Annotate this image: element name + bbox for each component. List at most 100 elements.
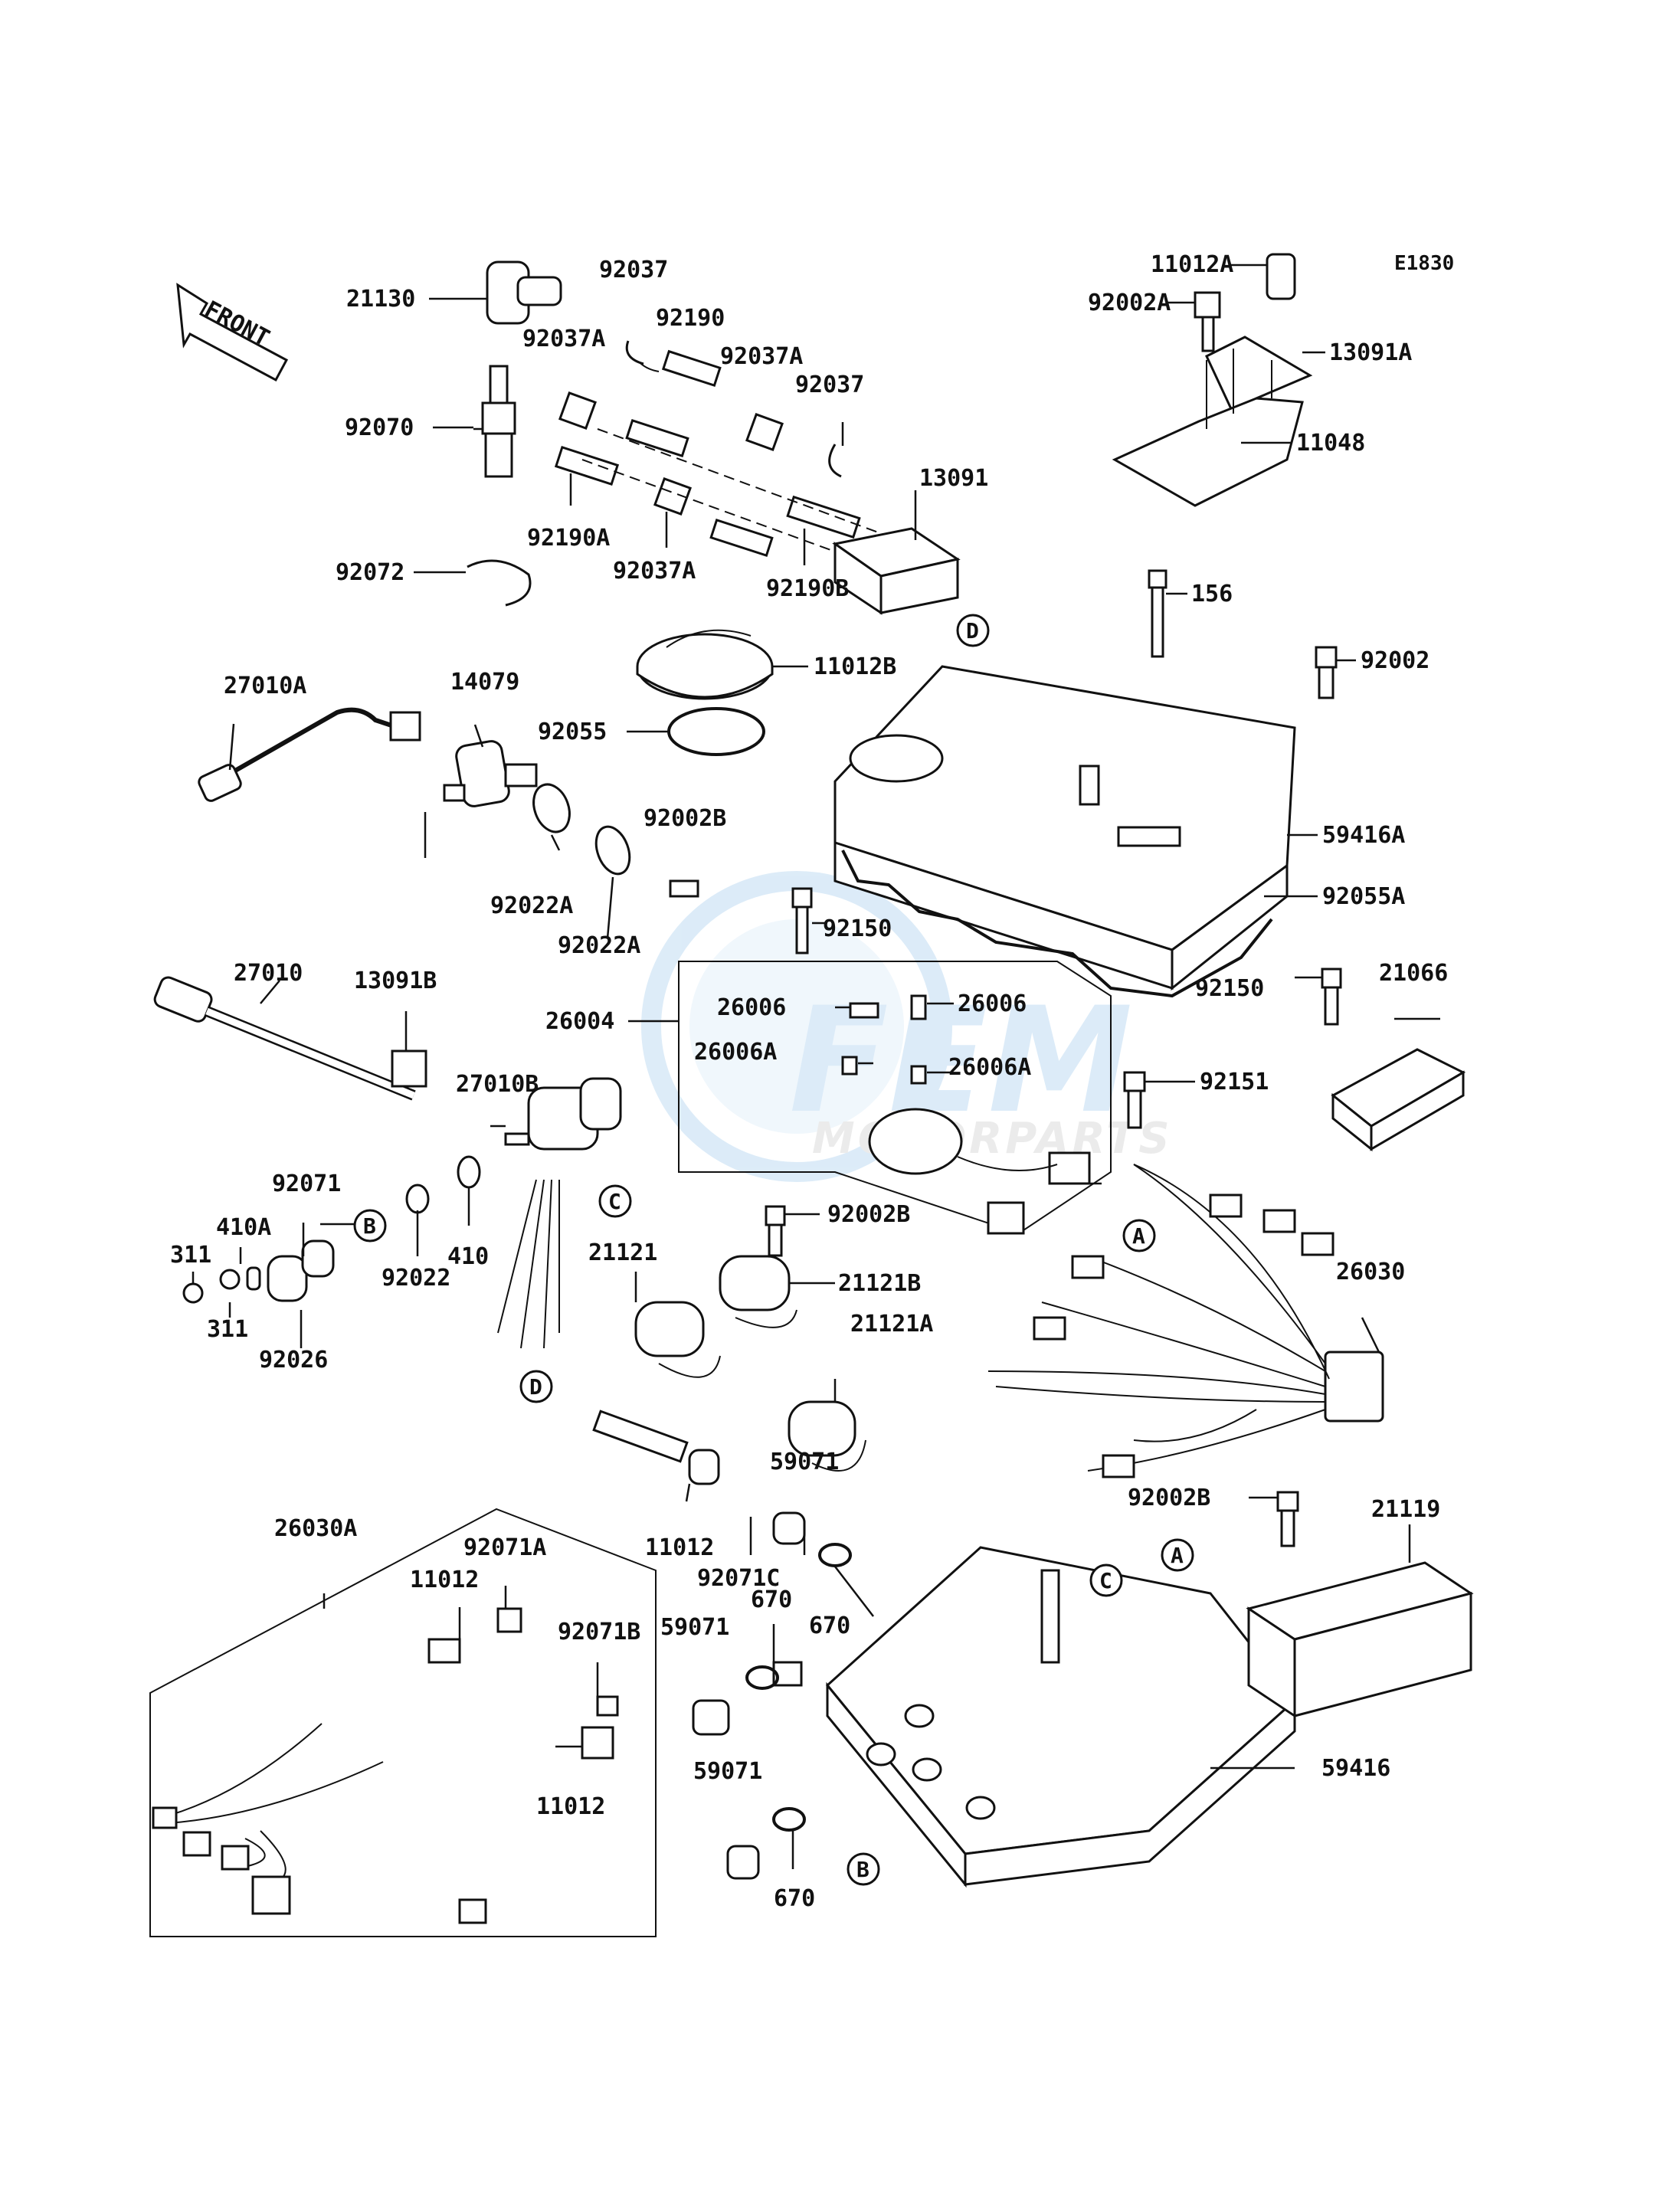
label-92151: 92151	[1200, 1069, 1269, 1095]
svg-text:C: C	[608, 1189, 621, 1214]
band-clip	[467, 559, 532, 607]
svg-text:A: A	[1132, 1223, 1145, 1249]
label-92002A: 92002A	[1088, 290, 1171, 316]
fittings	[688, 1449, 852, 1880]
hose-clamps-and-hoses	[554, 340, 889, 558]
junction-block-13091	[832, 527, 961, 615]
label-92037A-1: 92037A	[522, 326, 605, 352]
label-59416A: 59416A	[1322, 822, 1405, 849]
label-92190B: 92190B	[766, 575, 849, 602]
label-14079: 14079	[450, 669, 519, 696]
label-21121B: 21121B	[838, 1270, 921, 1297]
spark-plug-cap	[460, 260, 562, 325]
fuse-box-26004	[678, 961, 1112, 1235]
label-59071-1: 59071	[770, 1449, 839, 1475]
fill-cap-11012B	[636, 629, 774, 700]
label-92022: 92022	[382, 1265, 450, 1292]
svg-text:A: A	[1171, 1543, 1184, 1568]
harness-26030A-box	[149, 1508, 657, 1937]
bolts	[669, 569, 1342, 1547]
label-13091B: 13091B	[354, 968, 437, 994]
label-11012A: 11012A	[1151, 251, 1233, 278]
label-27010A: 27010A	[224, 673, 306, 699]
label-11012-1: 11012	[645, 1534, 714, 1561]
label-26006A-left: 26006A	[694, 1039, 777, 1066]
svg-text:D: D	[529, 1374, 542, 1400]
label-21130: 21130	[346, 286, 415, 313]
svg-text:C: C	[1099, 1568, 1112, 1593]
label-670-1: 670	[751, 1586, 792, 1613]
label-26006-right: 26006	[958, 990, 1027, 1017]
label-92002B-3: 92002B	[1128, 1485, 1210, 1511]
washers	[405, 783, 631, 1214]
label-92022A-1: 92022A	[490, 892, 573, 919]
switch-27010B	[497, 1077, 622, 1349]
label-410A: 410A	[216, 1214, 271, 1241]
label-59071-2: 59071	[660, 1614, 729, 1641]
label-670-3: 670	[774, 1885, 815, 1912]
case-59416	[825, 1546, 1297, 1888]
ignition-coils	[634, 1255, 866, 1472]
label-92037A-3: 92037A	[613, 558, 696, 584]
callout-C-case: C	[1089, 1563, 1123, 1597]
label-27010: 27010	[234, 960, 303, 987]
label-156: 156	[1191, 581, 1233, 607]
label-21121: 21121	[588, 1239, 657, 1266]
front-direction-arrow: FRONT	[176, 283, 289, 382]
nut-and-grommets	[182, 1239, 335, 1304]
diagram-code: E1830	[1394, 252, 1454, 275]
svg-text:B: B	[856, 1857, 869, 1882]
callout-C-left: C	[598, 1184, 632, 1218]
plug-tube-D	[592, 1410, 689, 1463]
label-92055: 92055	[538, 719, 607, 745]
label-26004: 26004	[545, 1008, 614, 1035]
spark-plug	[473, 365, 516, 478]
label-59071-3: 59071	[693, 1758, 762, 1785]
label-92150-2: 92150	[1195, 975, 1264, 1002]
switch-14079	[443, 740, 538, 807]
label-92026: 92026	[259, 1347, 328, 1374]
label-92071: 92071	[272, 1171, 341, 1197]
part-labels: 21130 92037 92190 92037A 92037A 92037 92…	[170, 251, 1448, 1912]
callout-A-case: A	[1161, 1538, 1194, 1572]
label-92002B-2: 92002B	[827, 1201, 910, 1228]
label-92072: 92072	[336, 559, 404, 586]
bracket-assembly	[1112, 253, 1313, 507]
label-26030: 26030	[1336, 1259, 1405, 1285]
label-311-1: 311	[170, 1242, 211, 1269]
label-13091: 13091	[919, 465, 988, 492]
label-92071A: 92071A	[463, 1534, 546, 1561]
label-311-2: 311	[207, 1316, 248, 1343]
label-11012-3: 11012	[536, 1793, 605, 1820]
label-59416: 59416	[1321, 1755, 1390, 1782]
label-92022A-2: 92022A	[558, 932, 640, 959]
callout-D-left: D	[519, 1370, 553, 1403]
label-92002: 92002	[1361, 647, 1429, 674]
callout-A-harness: A	[1122, 1219, 1156, 1252]
label-13091A: 13091A	[1329, 339, 1412, 366]
label-11012B: 11012B	[814, 653, 896, 680]
label-92037-top: 92037	[599, 257, 668, 283]
label-21066: 21066	[1379, 960, 1448, 987]
wire-harness-26030	[987, 1164, 1384, 1478]
label-92071B: 92071B	[558, 1619, 640, 1645]
callout-B-left: B	[353, 1209, 387, 1243]
label-92150-1: 92150	[823, 915, 892, 942]
label-11012-2: 11012	[410, 1567, 479, 1593]
label-26006-left: 26006	[717, 994, 786, 1021]
label-26030A: 26030A	[274, 1515, 357, 1542]
label-92190: 92190	[656, 305, 725, 332]
svg-text:B: B	[363, 1213, 376, 1239]
label-92037A-2: 92037A	[720, 343, 803, 370]
svg-text:D: D	[966, 618, 979, 643]
callout-D-top: D	[956, 614, 990, 647]
callout-B-case: B	[847, 1852, 880, 1886]
label-670-2: 670	[809, 1613, 850, 1639]
sensor-27010	[153, 976, 416, 1101]
label-92055A: 92055A	[1322, 883, 1405, 910]
o-ring-92055	[667, 707, 765, 756]
label-92071C: 92071C	[697, 1565, 780, 1592]
label-27010B: 27010B	[456, 1071, 539, 1098]
label-11048: 11048	[1296, 430, 1365, 457]
